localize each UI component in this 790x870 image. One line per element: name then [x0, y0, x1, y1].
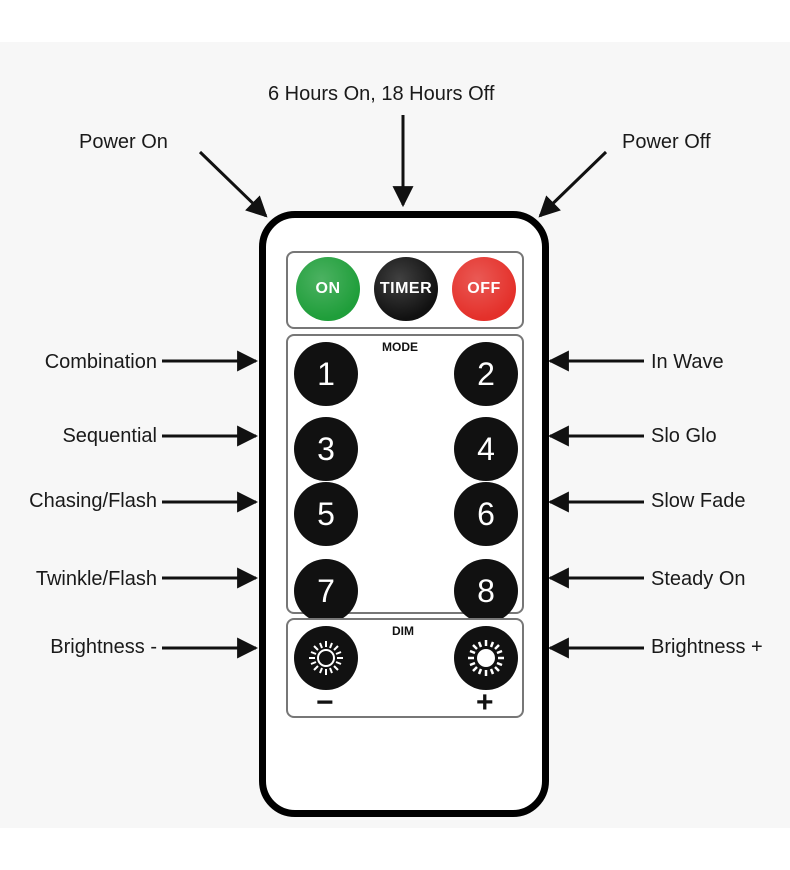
mode-button-5[interactable]: 5 — [294, 482, 358, 546]
label-mode-7: Twinkle/Flash — [35, 568, 157, 590]
mode-button-8[interactable]: 8 — [454, 559, 518, 623]
mode-button-6[interactable]: 6 — [454, 482, 518, 546]
dim-minus-sign: − — [316, 686, 334, 719]
mode-button-4[interactable]: 4 — [454, 417, 518, 481]
label-mode-1: Combination — [44, 351, 157, 373]
off-button[interactable]: OFF — [452, 257, 516, 321]
sun-outline-icon — [309, 641, 343, 675]
mode-button-1[interactable]: 1 — [294, 342, 358, 406]
mode-title: MODE — [382, 340, 418, 354]
label-timer: 6 Hours On, 18 Hours Off — [268, 83, 495, 105]
power-panel: ON TIMER OFF — [286, 251, 524, 329]
dim-panel: DIM — [286, 618, 524, 718]
mode-panel: MODE 1 2 3 4 5 6 7 8 — [286, 334, 524, 623]
remote-control: ON TIMER OFF MODE 1 2 3 4 5 6 7 8 DIM — [259, 211, 549, 817]
label-mode-5: Chasing/Flash — [29, 490, 157, 512]
mode-button-2[interactable]: 2 — [454, 342, 518, 406]
dim-plus-sign: + — [476, 686, 494, 719]
label-mode-3: Sequential — [62, 425, 157, 447]
arrow-power-on — [198, 150, 268, 218]
label-mode-4: Slo Glo — [651, 425, 717, 447]
label-dim-plus: Brightness + — [651, 636, 763, 658]
label-mode-2: In Wave — [651, 351, 724, 373]
sun-filled-icon — [468, 640, 504, 676]
label-mode-6: Slow Fade — [651, 490, 746, 512]
arrow-power-off — [538, 150, 608, 218]
label-mode-8: Steady On — [651, 568, 746, 590]
on-button[interactable]: ON — [296, 257, 360, 321]
dim-title: DIM — [392, 624, 414, 638]
mode-button-3[interactable]: 3 — [294, 417, 358, 481]
brightness-down-button[interactable] — [294, 626, 358, 690]
mode-button-7[interactable]: 7 — [294, 559, 358, 623]
label-power-on: Power On — [79, 131, 168, 153]
label-dim-minus: Brightness - — [50, 636, 157, 658]
timer-button[interactable]: TIMER — [374, 257, 438, 321]
brightness-up-button[interactable] — [454, 626, 518, 690]
label-power-off: Power Off — [622, 131, 711, 153]
